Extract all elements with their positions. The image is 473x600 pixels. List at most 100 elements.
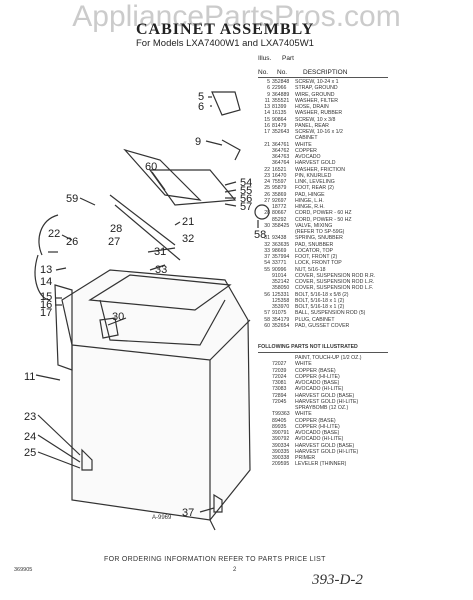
illus-no: 9 [267, 91, 270, 98]
part-no: 390338 [272, 455, 290, 461]
part-no: 18772 [272, 204, 287, 210]
part-no: 390792 [272, 436, 290, 443]
callout-21: 21 [182, 216, 194, 228]
callout-25: 25 [24, 447, 36, 459]
part-description: WHITE [295, 361, 312, 368]
part-no: 80667 [272, 210, 287, 217]
header-description: DESCRIPTION [303, 69, 348, 76]
part-description: AVOCADO [295, 154, 321, 160]
part-no: 364763 [272, 154, 290, 160]
callout-28: 28 [110, 223, 122, 235]
part-description: AVOCADO (BASE) [295, 380, 340, 386]
part-description: PAD, GUSSET COVER [295, 322, 350, 329]
part-description: HARVEST GOLD (BASE) [295, 392, 355, 399]
part-no: 352142 [272, 279, 290, 285]
part-description: PLUG, CABINET [295, 316, 335, 323]
part-description: HOSE, DRAIN [295, 104, 329, 110]
not-illustrated-title: FOLLOWING PARTS NOT ILLUSTRATED [258, 344, 358, 350]
illus-no: 27 [264, 197, 270, 204]
part-description: WASHER, RUBBER [295, 110, 343, 117]
part-no: T99363 [272, 411, 290, 418]
part-no: 81399 [272, 104, 287, 110]
part-description: CORD, POWER - 50 HZ [295, 216, 352, 223]
illus-no: 58 [264, 316, 270, 323]
illus-no: 14 [264, 110, 270, 117]
figure-number: A-9969 [152, 515, 172, 521]
parts-row: 364763 AVOCADO [258, 154, 398, 160]
part-description: COPPER (BASE) [295, 367, 336, 374]
header-divider [258, 77, 388, 78]
part-description: HINGE, L.H. [295, 197, 324, 204]
callout-31: 31 [154, 246, 166, 258]
part-no: 72024 [272, 373, 287, 380]
part-description: COPPER (BASE) [295, 417, 336, 424]
part-no: 72039 [272, 367, 287, 374]
part-description: LEVELER (THINNER) [295, 461, 347, 468]
part-description: CABINET [295, 135, 318, 142]
illus-no: 56 [264, 291, 270, 298]
callout-22: 22 [48, 228, 60, 240]
part-description: FOOT, FRONT (2) [295, 254, 338, 260]
part-description: COVER, SUSPENSION ROD L.R. [295, 279, 375, 285]
part-no: 95879 [272, 185, 287, 192]
part-description: COPPER (HI-LITE) [295, 423, 340, 430]
callout-11: 11 [24, 371, 35, 383]
part-no: 33771 [272, 260, 287, 267]
parts-row: CABINET [258, 135, 398, 141]
part-no: 390791 [272, 430, 290, 436]
illus-no: 16 [264, 122, 270, 129]
part-description: PANEL, REAR [295, 122, 329, 129]
part-no: 16521 [272, 166, 287, 173]
part-no: 91014 [272, 272, 287, 279]
illus-no: 28 [264, 210, 270, 217]
header-no2: No. [277, 69, 288, 76]
part-description: COPPER [295, 147, 317, 154]
part-no: 22966 [272, 85, 287, 92]
part-no: 357994 [272, 254, 290, 260]
callout-33: 33 [155, 264, 167, 276]
callout-6: 6 [198, 101, 204, 113]
callout-16: 16 [40, 299, 52, 311]
not-illustrated-row: SPRAYBOMB (12 OZ.) [258, 405, 398, 411]
header-no: No. [258, 69, 269, 76]
part-description: SCREW, 10-16 x 1/2 [295, 129, 343, 135]
part-no: 89405 [272, 417, 287, 424]
ordering-footer: FOR ORDERING INFORMATION REFER TO PARTS … [104, 556, 326, 563]
parts-row: 91014 COVER, SUSPENSION ROD R.R. [258, 273, 398, 279]
part-description: COVER, SUSPENSION ROD R.R. [295, 272, 376, 279]
callout-14: 14 [40, 276, 52, 288]
part-description: BOLT, 5/16-18 x 1 (2) [295, 304, 345, 310]
part-description: STRAP, GROUND [295, 85, 338, 92]
callout-37: 37 [182, 507, 194, 519]
part-description: PAD, HINGE [295, 191, 325, 198]
part-description: HARVEST GOLD [295, 160, 336, 167]
handwritten-note: 393-D-2 [312, 572, 363, 588]
part-description: COVER, SUSPENSION ROD L.F. [295, 285, 374, 292]
part-description: BOLT, 5/16-18 x 1 (2) [295, 297, 345, 304]
part-no: 92697 [272, 197, 287, 204]
